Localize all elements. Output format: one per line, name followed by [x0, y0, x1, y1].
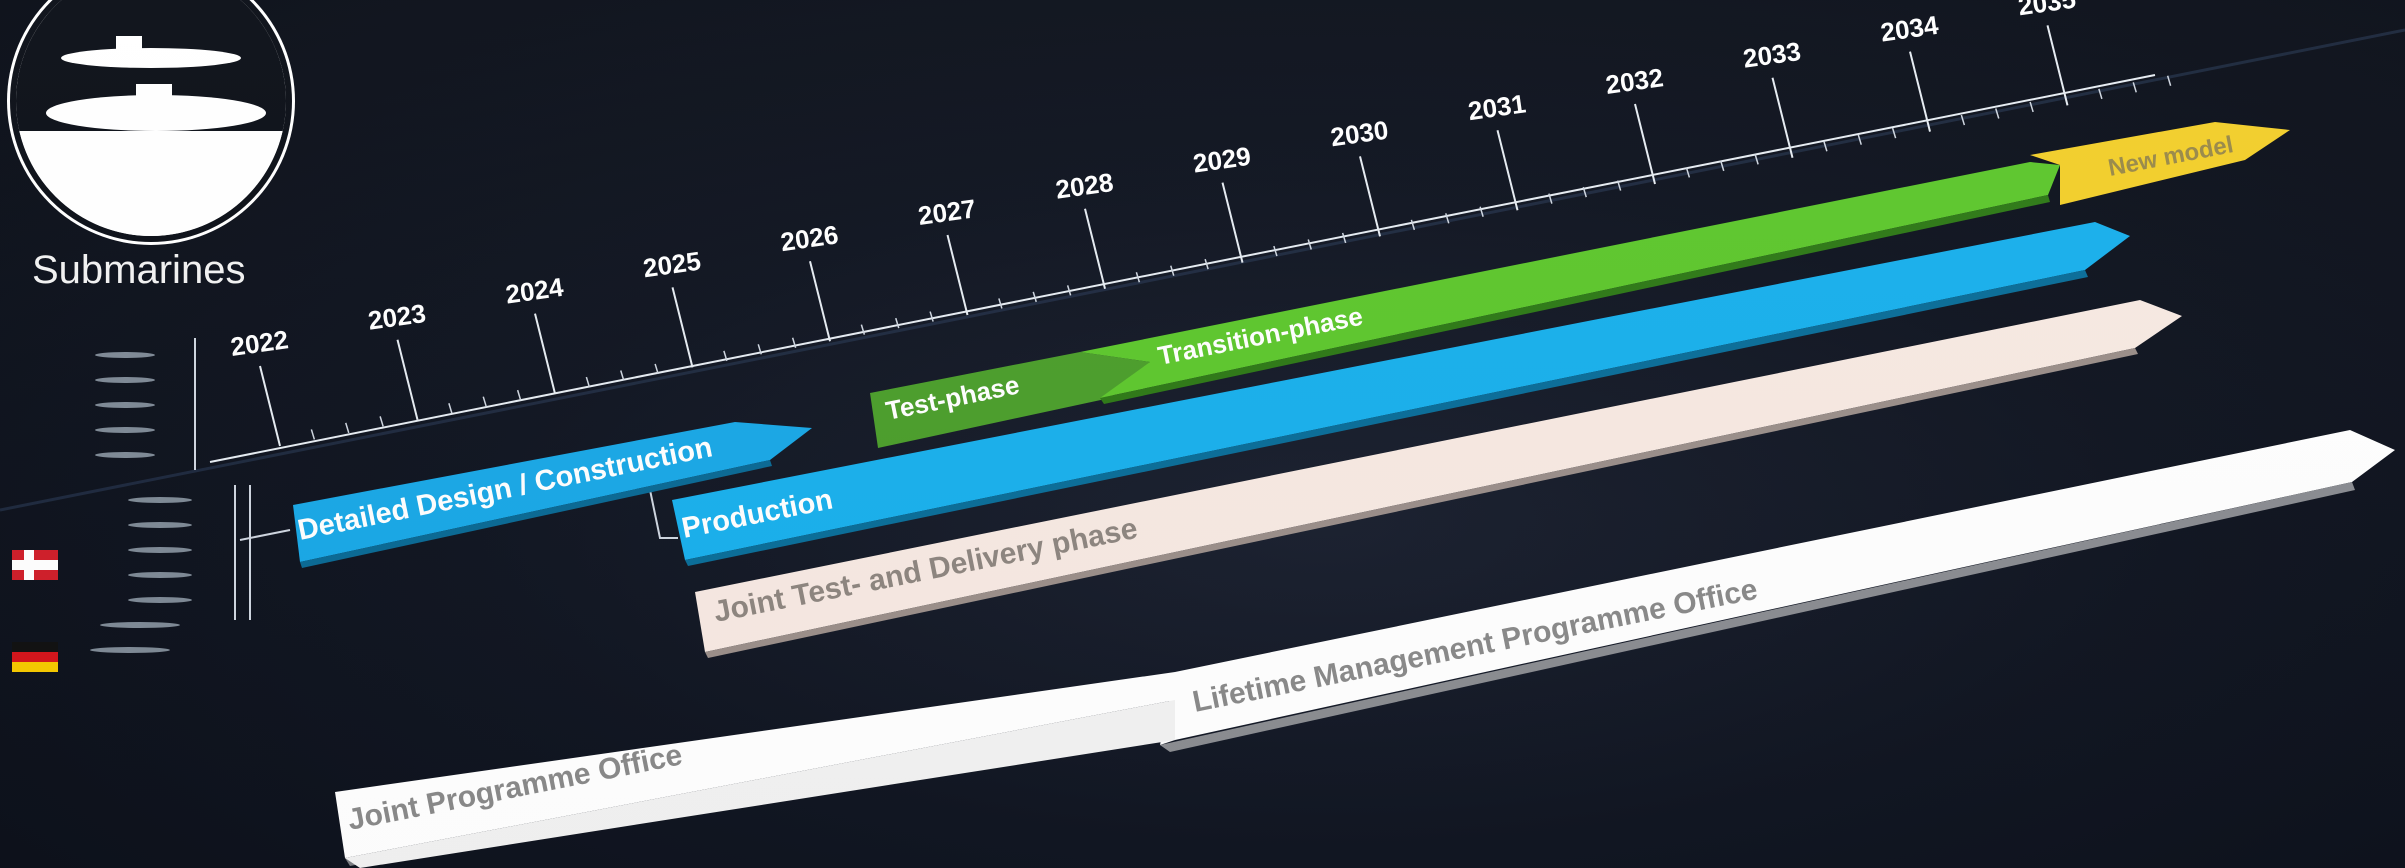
year-marker-2032: [1634, 103, 1656, 185]
minor-tick: [345, 422, 350, 434]
year-marker-2031: [1496, 129, 1519, 211]
year-marker-2027: [946, 234, 969, 316]
year-marker-2030: [1359, 156, 1381, 237]
minor-tick: [585, 376, 591, 388]
minor-tick: [310, 429, 316, 440]
year-marker-2026: [809, 260, 831, 342]
minor-tick: [379, 416, 384, 427]
year-marker-2025: [671, 287, 694, 368]
year-label-2035: 2035: [2016, 0, 2077, 21]
year-marker-2024: [534, 313, 556, 394]
year-label-2024: 2024: [504, 272, 566, 310]
minor-tick: [448, 403, 453, 414]
year-marker-2029: [1221, 182, 1244, 263]
year-label-2029: 2029: [1191, 141, 1252, 179]
submarine-list-bracket: [194, 338, 291, 620]
year-label-2030: 2030: [1329, 115, 1390, 153]
year-marker-2023: [396, 339, 419, 421]
year-label-2027: 2027: [916, 193, 977, 231]
year-label-2022: 2022: [229, 324, 290, 362]
year-label-2033: 2033: [1741, 36, 1802, 74]
minor-tick: [895, 317, 900, 329]
minor-tick: [929, 311, 934, 322]
year-label-2025: 2025: [641, 246, 702, 284]
year-label-2032: 2032: [1604, 62, 1665, 100]
minor-tick: [998, 298, 1003, 309]
year-label-2028: 2028: [1054, 167, 1115, 205]
year-label-2031: 2031: [1466, 88, 1527, 126]
lifetime-management-label: Lifetime Management Programme Office: [1190, 573, 1760, 719]
submarine-list-items: [90, 352, 192, 653]
year-marker-2033: [1771, 77, 1794, 159]
year-marker-2028: [1084, 208, 1106, 290]
year-label-2026: 2026: [779, 219, 840, 257]
year-marker-2034: [1909, 51, 1931, 132]
year-marker-2022: [259, 365, 281, 447]
new-model-bar: New model: [2030, 122, 2290, 205]
year-label-2023: 2023: [366, 298, 427, 336]
year-label-2034: 2034: [1879, 10, 1941, 48]
minor-tick: [516, 389, 522, 401]
minor-tick: [482, 396, 487, 407]
